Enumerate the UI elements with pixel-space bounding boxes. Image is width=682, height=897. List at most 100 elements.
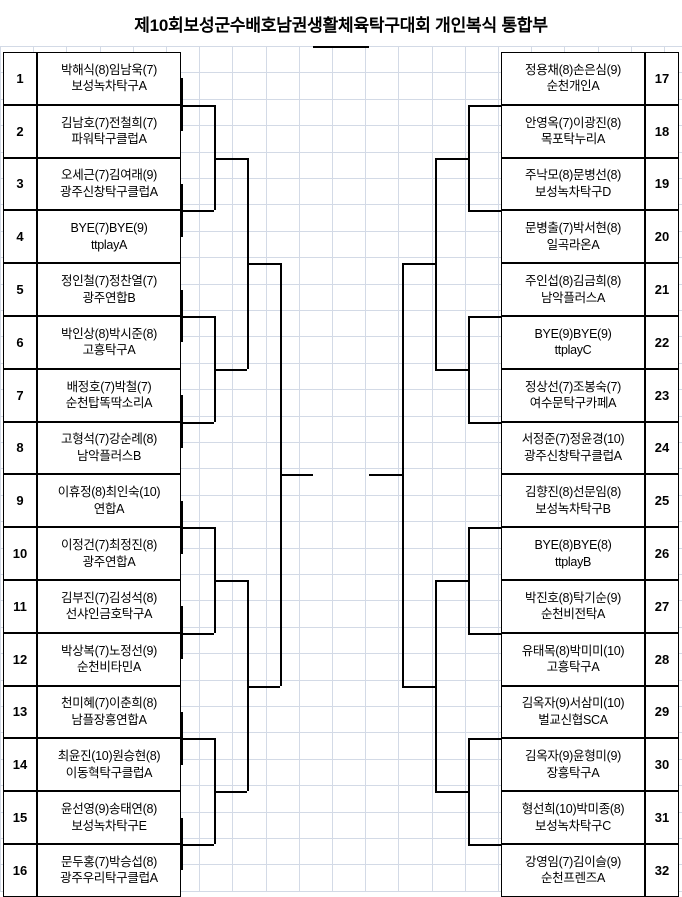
- seed-number-13: 13: [3, 685, 37, 739]
- bracket-line-horizontal: [247, 263, 280, 266]
- team-entry-27[interactable]: 박진호(8)탁기순(9) 순천비전탁A: [501, 580, 645, 633]
- bracket-line-vertical: [181, 289, 183, 343]
- team-entry-2[interactable]: 김남호(7)전철희(7)파워탁구클럽A: [37, 104, 181, 158]
- grid-line-horizontal: [0, 812, 682, 813]
- team-entry-15[interactable]: 윤선영(9)송태연(8)보성녹차탁구E: [37, 791, 181, 844]
- team-club: 보성녹차탁구B: [535, 501, 611, 516]
- team-club: 순천비전탁A: [540, 607, 606, 622]
- seed-number-2: 2: [3, 104, 37, 158]
- team-players: 안영옥(7)이광진(8): [525, 115, 621, 130]
- team-players: 정용채(8)손은심(9): [525, 62, 621, 77]
- bracket-line-horizontal: [181, 104, 214, 107]
- team-entry-14[interactable]: 최윤진(10)원승현(8)이동혁탁구클럽A: [37, 738, 181, 792]
- bracket-line-horizontal: [435, 580, 468, 582]
- seed-number-25: 25: [645, 474, 679, 528]
- team-entry-24[interactable]: 서정준(7)정윤경(10)광주신창탁구클럽A: [501, 421, 645, 475]
- seed-number-22: 22: [645, 316, 679, 369]
- seed-number-29: 29: [645, 685, 679, 739]
- team-club: 남악플러스B: [76, 448, 142, 463]
- team-club: 보성녹차탁구A: [71, 79, 147, 94]
- team-entry-18[interactable]: 안영옥(7)이광진(8) 목포탁누리A: [501, 104, 645, 158]
- team-entry-11[interactable]: 김부진(7)김성석(8)선샤인금호탁구A: [37, 580, 181, 633]
- team-entry-9[interactable]: 이휴정(8)최인숙(10)연합A: [37, 474, 181, 528]
- bracket-line-vertical: [468, 316, 470, 422]
- grid-line-horizontal: [0, 178, 682, 179]
- team-club: 순천탑똑딱소리A: [65, 396, 153, 411]
- team-entry-25[interactable]: 김향진(8)선문임(8)보성녹차탁구B: [501, 474, 645, 528]
- team-club: 광주신창탁구클럽A: [60, 184, 158, 199]
- seed-number-27: 27: [645, 580, 679, 633]
- seed-number-19: 19: [645, 157, 679, 211]
- team-entry-8[interactable]: 고형석(7)강순례(8)남악플러스B: [37, 421, 181, 475]
- team-entry-16[interactable]: 문두홍(7)박승섭(8)광주우리탁구클럽A: [37, 844, 181, 897]
- bracket-line-horizontal: [181, 632, 214, 635]
- team-club: 연합A: [93, 501, 125, 516]
- bracket-line-horizontal: [214, 580, 247, 582]
- team-club: 장흥탁구A: [546, 765, 600, 780]
- seed-number-18: 18: [645, 104, 679, 158]
- grid-line-horizontal: [0, 680, 682, 681]
- bracket-line-vertical: [468, 527, 470, 633]
- team-entry-26[interactable]: BYE(8)BYE(8)ttplayB: [501, 527, 645, 580]
- team-entry-12[interactable]: 박상복(7)노정선(9)순천비타민A: [37, 632, 181, 686]
- team-entry-32[interactable]: 강영임(7)김이슬(9)순천프렌즈A: [501, 844, 645, 897]
- team-entry-1[interactable]: 박해식(8)임남욱(7)보성녹차탁구A: [37, 52, 181, 105]
- grid-line-horizontal: [0, 785, 682, 786]
- grid-line-horizontal: [0, 468, 682, 469]
- bracket-line-horizontal: [468, 527, 501, 530]
- team-entry-21[interactable]: 주인섭(8)김금희(8)남악플러스A: [501, 263, 645, 316]
- grid-line-horizontal: [0, 204, 682, 205]
- bracket-line-vertical: [181, 395, 183, 448]
- team-entry-3[interactable]: 오세근(7)김여래(9)광주신창탁구클럽A: [37, 157, 181, 211]
- team-club: 광주신창탁구클럽A: [524, 448, 622, 463]
- team-players: 이휴정(8)최인숙(10): [57, 485, 161, 500]
- team-players: 김옥자(9)윤형미(9): [525, 749, 621, 764]
- team-entry-22[interactable]: BYE(9)BYE(9)ttplayC: [501, 316, 645, 369]
- team-players: 박진호(8)탁기순(9): [525, 590, 621, 605]
- team-entry-6[interactable]: 박인상(8)박시준(8)고흥탁구A: [37, 316, 181, 369]
- grid-line-horizontal: [0, 363, 682, 364]
- team-entry-31[interactable]: 형선희(10)박미종(8)보성녹차탁구C: [501, 791, 645, 844]
- team-entry-4[interactable]: BYE(7)BYE(9)ttplayA: [37, 210, 181, 264]
- team-entry-28[interactable]: 유태목(8)박미미(10)고흥탁구A: [501, 632, 645, 686]
- grid-line-horizontal: [0, 125, 682, 126]
- team-players: 박상복(7)노정선(9): [61, 643, 157, 658]
- bracket-line-vertical: [435, 580, 437, 792]
- bracket-line-vertical: [402, 263, 404, 686]
- bracket-line-vertical: [435, 157, 437, 369]
- bracket-line-horizontal: [181, 316, 214, 318]
- seed-number-21: 21: [645, 263, 679, 316]
- bracket-line-vertical: [181, 606, 183, 660]
- team-entry-13[interactable]: 천미혜(7)이춘희(8)남플장흥연합A: [37, 685, 181, 739]
- team-club: 목포탁누리A: [540, 132, 606, 147]
- grid-line-horizontal: [0, 732, 682, 733]
- team-entry-29[interactable]: 김옥자(9)서삼미(10)벌교신협SCA: [501, 685, 645, 739]
- bracket-line-horizontal: [468, 316, 501, 318]
- seed-number-20: 20: [645, 210, 679, 264]
- team-entry-7[interactable]: 배정호(7)박철(7)순천탑똑딱소리A: [37, 368, 181, 422]
- team-entry-5[interactable]: 정인철(7)정찬열(7)광주연합B: [37, 263, 181, 316]
- grid-line-horizontal: [0, 495, 682, 496]
- team-entry-23[interactable]: 정상선(7)조봉숙(7)여수문탁구카페A: [501, 368, 645, 422]
- team-players: BYE(7)BYE(9): [70, 221, 148, 236]
- bracket-line-horizontal: [247, 685, 280, 688]
- team-club: 여수문탁구카페A: [529, 396, 617, 411]
- team-entry-10[interactable]: 이정건(7)최정진(8)광주연합A: [37, 527, 181, 580]
- team-entry-20[interactable]: 문병출(7)박서현(8)일곡라온A: [501, 210, 645, 264]
- bracket-line-horizontal: [214, 791, 247, 794]
- team-players: 고형석(7)강순례(8): [61, 432, 157, 447]
- team-club: ttplayA: [90, 237, 128, 252]
- team-entry-19[interactable]: 주낙모(8)문병선(8)보성녹차탁구D: [501, 157, 645, 211]
- team-entry-30[interactable]: 김옥자(9)윤형미(9)장흥탁구A: [501, 738, 645, 792]
- team-players: BYE(8)BYE(8): [534, 538, 612, 553]
- bracket-line-horizontal: [468, 421, 501, 424]
- grid-line-horizontal: [0, 838, 682, 839]
- seed-number-8: 8: [3, 421, 37, 475]
- bracket-line-horizontal: [468, 210, 501, 213]
- team-club: 광주연합A: [82, 554, 136, 569]
- seed-number-5: 5: [3, 263, 37, 316]
- team-entry-17[interactable]: 정용채(8)손은심(9)순천개인A: [501, 52, 645, 105]
- team-club: 광주연합B: [82, 290, 136, 305]
- team-players: 김남호(7)전철희(7): [61, 115, 157, 130]
